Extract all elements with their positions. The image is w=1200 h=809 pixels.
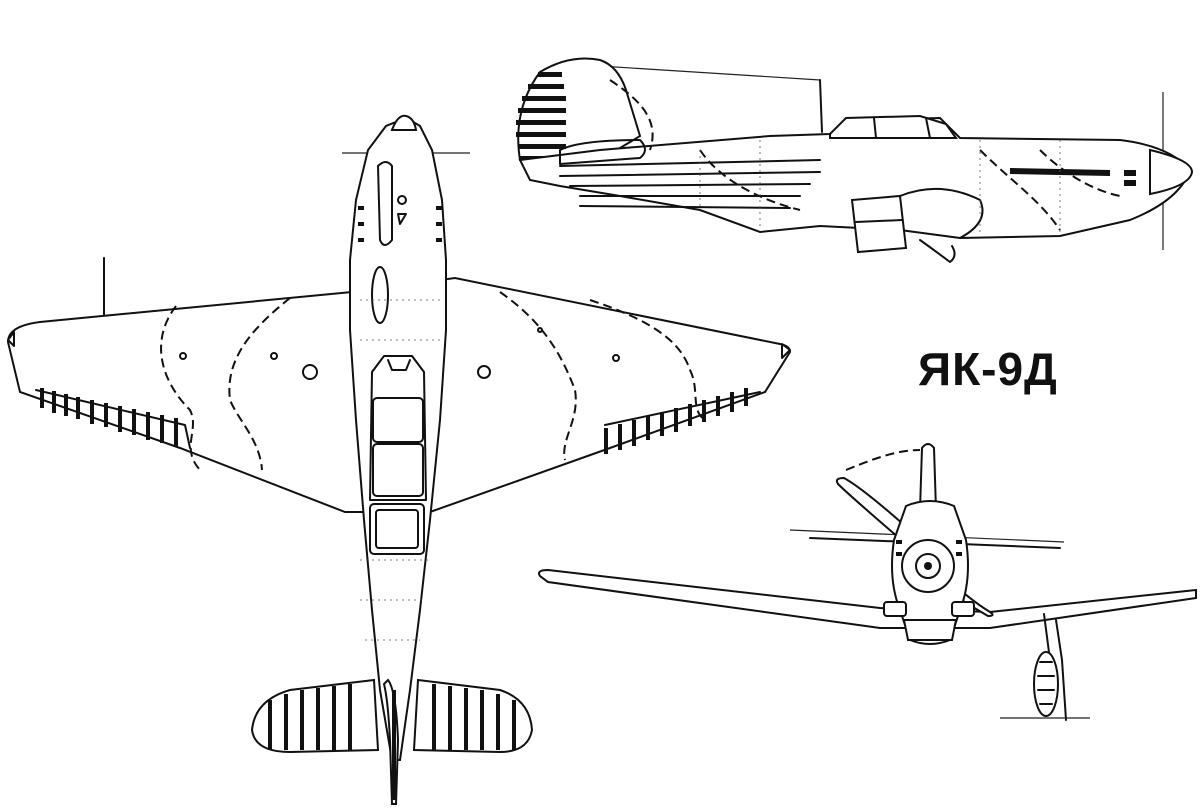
fuselage-stringers <box>559 159 821 209</box>
spinner-plan <box>390 114 418 131</box>
left-wingtip-light <box>7 331 15 347</box>
radio-hatch-inner <box>375 509 419 549</box>
canopy-frame <box>925 117 931 139</box>
canopy-plan <box>369 355 427 501</box>
side-view <box>516 57 1194 263</box>
gear-door <box>1055 619 1067 721</box>
spinner-cap <box>924 562 932 570</box>
wing-ribs <box>35 389 761 449</box>
front-fin <box>918 443 938 511</box>
landing-gear-side <box>919 239 956 263</box>
exhaust-stubs <box>358 206 442 242</box>
canopy-frame <box>873 117 877 139</box>
wing-rivet <box>270 352 278 360</box>
wing-fuel-cap <box>477 365 491 379</box>
radiator-intake-front <box>902 619 958 641</box>
spinner-side <box>1149 148 1194 196</box>
cowling-fastener <box>397 195 407 205</box>
tailplane <box>250 678 534 754</box>
gun-trough <box>371 266 389 324</box>
top-view <box>6 114 792 805</box>
cowling-vent <box>397 213 407 225</box>
wing-rivet <box>179 352 187 360</box>
oil-cooler-intake <box>883 601 907 617</box>
aileron-hatching-left <box>40 388 178 446</box>
rudder-edge <box>392 690 396 800</box>
exhaust-fairing <box>377 161 393 246</box>
wing-gun-port <box>302 364 318 380</box>
side-antenna-mast <box>819 79 823 133</box>
front-wing <box>538 568 1197 629</box>
radio-hatch <box>369 503 425 555</box>
wing-root-side <box>899 187 984 239</box>
stabilizer-side <box>559 139 646 165</box>
radiator-side <box>850 194 908 254</box>
wheel-tread <box>1037 661 1055 705</box>
radiator-line <box>855 219 903 223</box>
main-wheel <box>1033 651 1059 717</box>
front-exhaust <box>896 540 962 556</box>
drawing-title: ЯК-9Д <box>918 343 1058 395</box>
wing-rivet <box>612 354 620 362</box>
aileron-hatching-right <box>604 388 748 454</box>
side-panel-lines <box>699 140 1061 236</box>
oil-cooler-intake <box>951 601 975 617</box>
canopy-side <box>829 114 958 139</box>
propeller-arc <box>845 449 921 471</box>
wing-rivet <box>537 327 543 333</box>
right-wingtip-light <box>781 343 791 359</box>
elevator-hatching <box>268 684 516 750</box>
front-view <box>538 443 1197 721</box>
side-camouflage <box>609 79 1121 231</box>
antenna-wire <box>599 65 821 81</box>
